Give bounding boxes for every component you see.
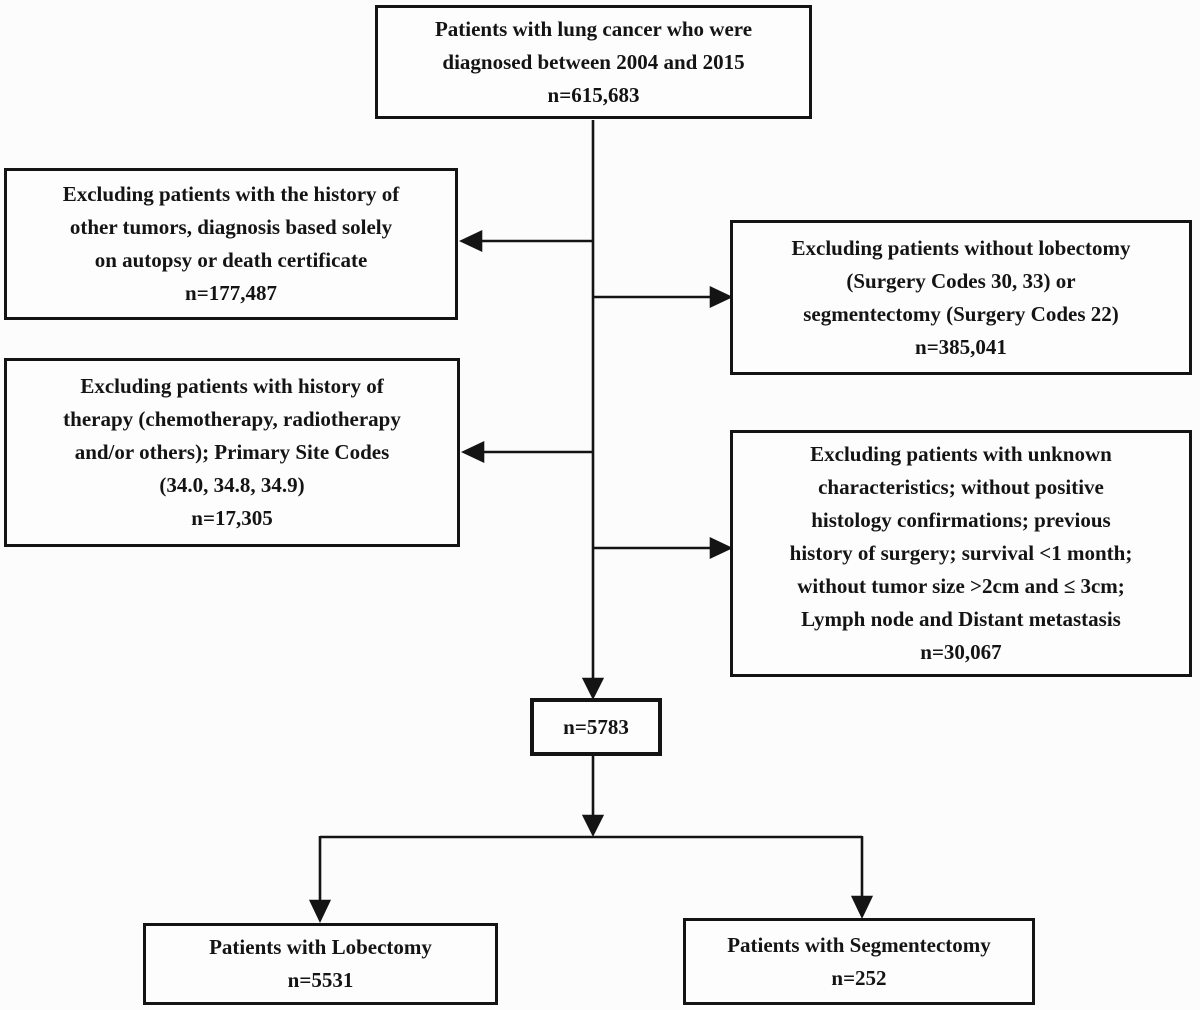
arrowhead-right-excl-surgery [709, 285, 734, 309]
flow-box-exclusion-unknown-characteristics: Excluding patients with unknown characte… [730, 430, 1192, 677]
arrowhead-left-excl-therapy [460, 440, 485, 464]
flow-box-source-population: Patients with lung cancer who were diagn… [375, 5, 812, 119]
flow-box-final-cohort: n=5783 [530, 698, 662, 756]
arrowhead-right-excl-unknown [709, 536, 734, 560]
arrowhead-down-split [581, 814, 605, 837]
arrowhead-down-cohort [581, 677, 605, 700]
flow-box-exclusion-no-lobectomy: Excluding patients without lobectomy (Su… [730, 220, 1192, 375]
flow-box-exclusion-history-tumors: Excluding patients with the history of o… [4, 168, 458, 320]
arrowhead-down-segmentectomy [850, 895, 874, 920]
flow-box-exclusion-prior-therapy: Excluding patients with history of thera… [4, 358, 460, 547]
flow-box-segmentectomy-group: Patients with Segmentectomy n=252 [683, 918, 1035, 1005]
arrowhead-left-excl-tumors [458, 229, 483, 253]
arrowhead-down-lobectomy [308, 899, 332, 924]
flow-box-lobectomy-group: Patients with Lobectomy n=5531 [143, 923, 498, 1005]
